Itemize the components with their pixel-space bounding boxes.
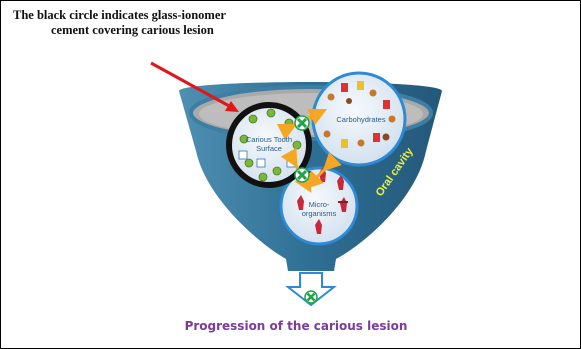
block-x-bottom xyxy=(304,290,318,304)
carbohydrates-label: Carbohydrates xyxy=(336,115,385,124)
caption-line2: cement covering carious lesion xyxy=(51,23,214,37)
red-pointer-arrow xyxy=(150,61,232,109)
arrow-carbs-microbes xyxy=(304,152,342,190)
figure-caption: The black circle indicates glass-ionomer… xyxy=(13,8,313,38)
tooth-label-line1: Carious Tooth xyxy=(246,135,292,144)
block-x-lower xyxy=(294,167,310,183)
microorganisms-label-line1: Micro- xyxy=(309,200,330,209)
caption-line1: The black circle indicates glass-ionomer xyxy=(13,8,226,22)
progression-label: Progression of the carious lesion xyxy=(184,319,408,333)
microorganisms-label-line2: organisms xyxy=(302,209,337,218)
tooth-label-line2: Surface xyxy=(256,144,282,153)
red-pointer-arrowhead xyxy=(225,101,239,112)
progression-arrow xyxy=(285,272,337,307)
block-x-upper xyxy=(294,115,310,131)
